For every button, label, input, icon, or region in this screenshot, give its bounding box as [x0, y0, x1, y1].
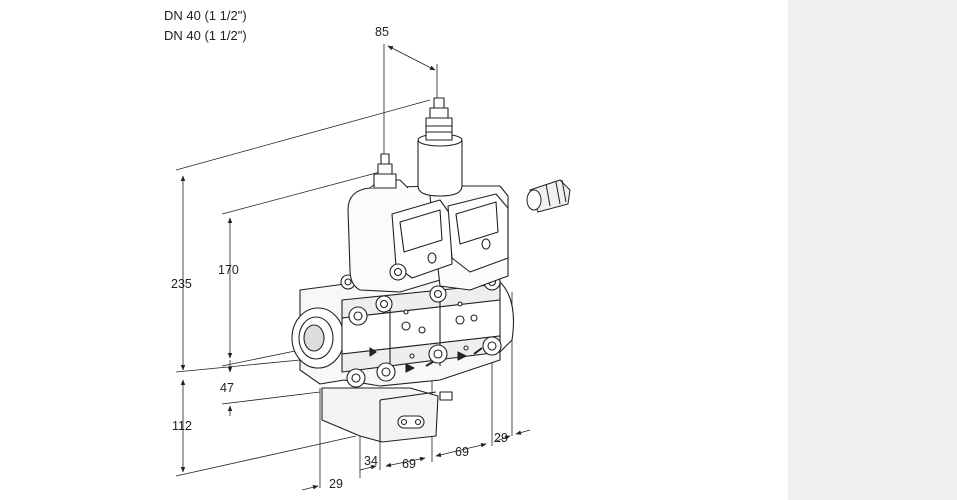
actuator-heads	[347, 97, 509, 293]
right-background-strip	[788, 0, 957, 500]
size-label-1: DN 40 (1 1/2")	[164, 8, 247, 23]
size-label-2: DN 40 (1 1/2")	[164, 28, 247, 43]
title-block: DN 40 (1 1/2") DN 40 (1 1/2")	[164, 6, 247, 46]
dim-34: 34	[364, 454, 378, 468]
dim-47: 47	[220, 381, 234, 395]
valve-body	[291, 271, 515, 443]
dim-85: 85	[375, 25, 389, 39]
dim-29-left: 29	[329, 477, 343, 491]
dim-112: 112	[172, 419, 192, 433]
cable-gland	[526, 179, 571, 213]
dim-69-left: 69	[402, 457, 416, 471]
dimension-labels: 85 235 170 47 112 29 34 69 69 29	[171, 25, 508, 491]
dim-29-right: 29	[494, 431, 508, 445]
dim-69-right: 69	[455, 445, 469, 459]
dim-170: 170	[218, 263, 239, 277]
dim-235: 235	[171, 277, 192, 291]
